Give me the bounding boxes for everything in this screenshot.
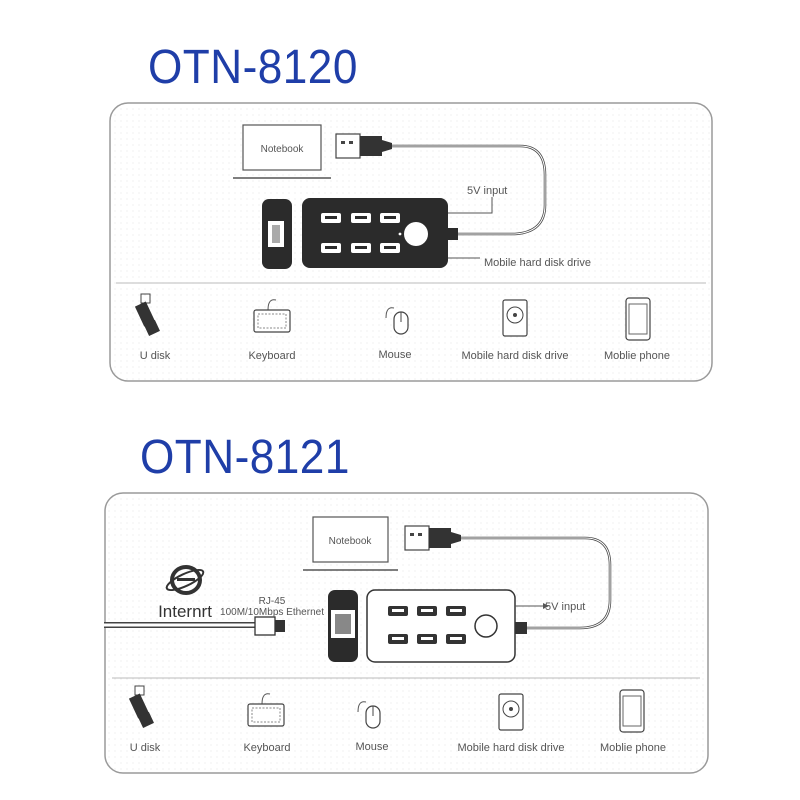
callout-ethernet: 100M/10Mbps Ethernet bbox=[220, 607, 324, 618]
callout-hdd: Mobile hard disk drive bbox=[484, 257, 591, 269]
usb-hub bbox=[366, 589, 527, 663]
internet-label: Internrt bbox=[158, 602, 212, 621]
usb-stick-icon bbox=[134, 293, 160, 336]
callout-5v-input: 5V input bbox=[467, 185, 507, 197]
notebook-label: Notebook bbox=[261, 144, 305, 155]
notebook-icon: Notebook bbox=[233, 124, 331, 179]
callout-rj45: RJ-45 bbox=[259, 596, 286, 607]
keyboard-icon bbox=[247, 693, 285, 727]
model-title-8121: OTN-8121 bbox=[140, 431, 350, 484]
mouse-icon bbox=[357, 701, 381, 729]
panel-otn-8121: Notebook bbox=[104, 492, 709, 774]
device-label-keyboard: Keyboard bbox=[248, 350, 295, 362]
device-label-mouse: Mouse bbox=[355, 741, 388, 753]
notebook-icon: Notebook bbox=[303, 516, 398, 571]
device-label-u-disk: U disk bbox=[140, 350, 171, 362]
usb-hub bbox=[302, 198, 458, 268]
rj45-plug-icon bbox=[254, 616, 285, 636]
device-label-phone: Moblie phone bbox=[604, 350, 670, 362]
device-label-keyboard: Keyboard bbox=[243, 742, 290, 754]
device-label-u-disk: U disk bbox=[130, 742, 161, 754]
device-label-hdd: Mobile hard disk drive bbox=[458, 742, 565, 754]
hub-side-view bbox=[328, 590, 358, 662]
device-label-hdd: Mobile hard disk drive bbox=[462, 350, 569, 362]
ie-icon bbox=[165, 565, 205, 595]
usb-plug-icon bbox=[335, 133, 392, 159]
hdd-icon bbox=[502, 299, 528, 337]
device-label-phone: Moblie phone bbox=[600, 742, 666, 754]
phone-icon bbox=[619, 689, 645, 733]
hub-side-view bbox=[262, 199, 292, 269]
keyboard-icon bbox=[253, 299, 291, 333]
phone-icon bbox=[625, 297, 651, 341]
hdd-icon bbox=[498, 693, 524, 731]
callout-5v-input: 5V input bbox=[545, 601, 585, 613]
usb-stick-icon bbox=[128, 685, 154, 728]
panel-otn-8120: Notebook bbox=[109, 102, 713, 382]
notebook-label: Notebook bbox=[329, 536, 373, 547]
mouse-icon bbox=[385, 307, 409, 335]
model-title-8120: OTN-8120 bbox=[148, 41, 358, 94]
usb-plug-icon bbox=[404, 525, 461, 551]
device-label-mouse: Mouse bbox=[378, 349, 411, 361]
